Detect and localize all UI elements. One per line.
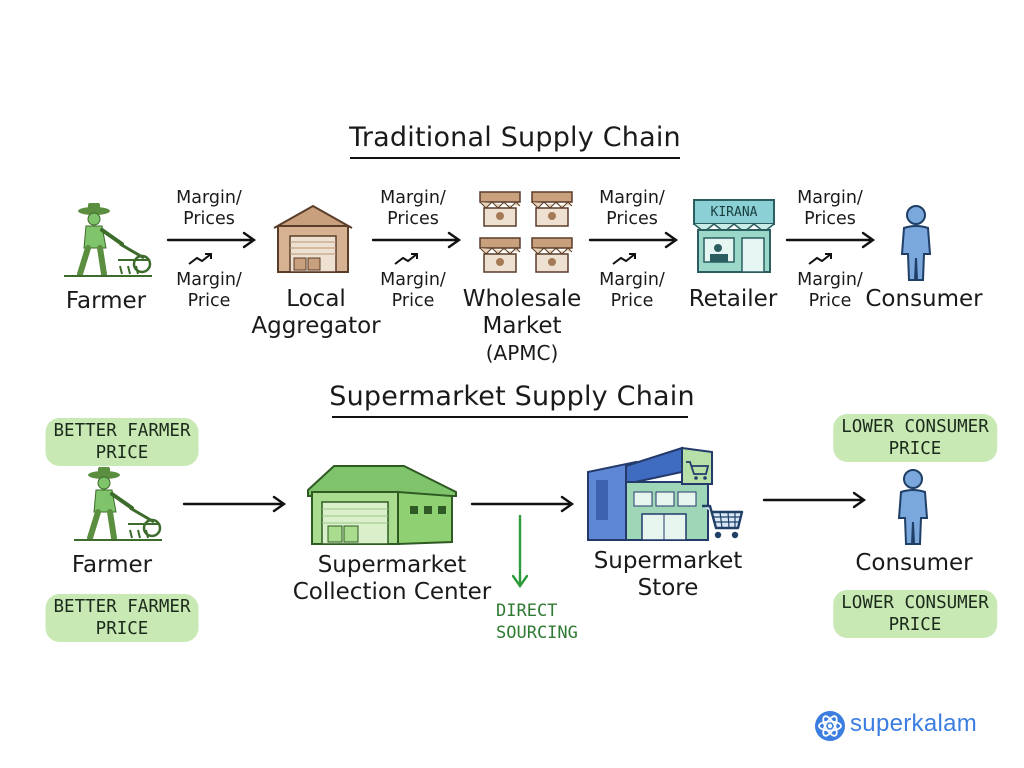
consumer-bottom-badge-line1: LOWER CONSUMER [841,593,989,613]
kirana-sign: KIRANA [710,205,758,220]
arrow2-bottom-line2: Price [391,291,435,311]
arrow2-bottom-label: Margin/Price [380,270,446,312]
warehouse-icon [273,204,353,273]
arrow1-top-label: Margin/Prices [176,188,242,230]
wholesale-label-line2: Market [482,313,562,339]
trend-up-icon [188,253,212,265]
arrow1-top-line1: Margin/ [176,188,242,208]
arrow4-top-line1: Margin/ [797,188,863,208]
arrow1-bottom-label: Margin/Price [176,270,242,312]
wholesale-label-line1: Wholesale [462,286,582,312]
superkalam-logo-icon [815,711,845,741]
arrow1 [166,231,257,249]
arrow3-bottom-line2: Price [610,291,654,311]
farmer-bottom-badge-line1: BETTER FARMER [53,597,191,617]
arrow1-bottom-line1: Margin/ [176,270,242,290]
direct-line2: SOURCING [496,623,578,643]
retailer-label: Retailer [688,286,778,312]
farmer-icon [64,203,152,277]
arrow4-bottom-line1: Margin/ [797,270,863,290]
arrow1-top-line2: Prices [183,209,235,229]
farmer-top-badge-line2: PRICE [95,443,149,463]
arrow3-top-line1: Margin/ [599,188,665,208]
supermarket-title: Supermarket Supply Chain [329,381,695,412]
wholesale-label-line3: (APMC) [485,341,559,365]
arrow4-bottom-line2: Price [808,291,852,311]
collection-center-label-line1: Supermarket [317,552,467,578]
aggregator-label-line2: Aggregator [251,313,381,339]
arrow2-top-line1: Margin/ [380,188,446,208]
trend-up-icon [394,253,418,265]
traditional-consumer-label: Consumer [865,286,983,312]
arrow4-top-label: Margin/Prices [797,188,863,230]
arrow3-top-label: Margin/Prices [599,188,665,230]
green-warehouse-icon [307,465,457,546]
arrow3 [588,231,679,249]
trend-up-icon [808,253,832,265]
arrow4 [785,231,876,249]
farmer-icon [74,467,162,541]
collection-center-label-line2: Collection Center [292,579,492,605]
consumer-top-badge-line2: PRICE [888,439,942,459]
arrow1-bottom-line2: Price [187,291,231,311]
person-icon [900,205,932,281]
shopping-cart-icon [702,504,744,539]
arrow4-bottom-label: Margin/Price [797,270,863,312]
arrow-collection-to-store [470,495,575,513]
consumer-top-badge-line1: LOWER CONSUMER [841,417,989,437]
store-label-line1: Supermarket [593,548,743,574]
market-stalls-icon [479,191,573,273]
person-icon [897,469,929,545]
arrow2 [371,231,462,249]
farmer-bottom-badge-line2: PRICE [95,619,149,639]
traditional-title: Traditional Supply Chain [349,122,681,153]
kirana-shop-icon [693,199,775,273]
traditional-title-underline [350,157,680,159]
arrow-farmer-to-collection [182,495,287,513]
store-label-line2: Store [637,575,699,601]
traditional-farmer-label: Farmer [65,288,147,314]
supermarket-store-icon [587,446,713,541]
supermarket-consumer-label: Consumer [855,550,973,576]
supermarket-farmer-label: Farmer [71,552,153,578]
arrow2-top-label: Margin/Prices [380,188,446,230]
direct-sourcing-arrow [511,514,529,589]
supermarket-title-underline [332,416,688,418]
aggregator-label-line1: Local [286,286,346,312]
farmer-top-badge-line1: BETTER FARMER [53,421,191,441]
trend-up-icon [612,253,636,265]
direct-line1: DIRECT [496,601,558,621]
arrow4-top-line2: Prices [804,209,856,229]
arrow-store-to-consumer [762,491,867,509]
arrow3-bottom-label: Margin/Price [599,270,665,312]
arrow2-top-line2: Prices [387,209,439,229]
arrow3-bottom-line1: Margin/ [599,270,665,290]
brand-name: superkalam [850,710,978,737]
arrow3-top-line2: Prices [606,209,658,229]
consumer-bottom-badge-line2: PRICE [888,615,942,635]
arrow2-bottom-line1: Margin/ [380,270,446,290]
